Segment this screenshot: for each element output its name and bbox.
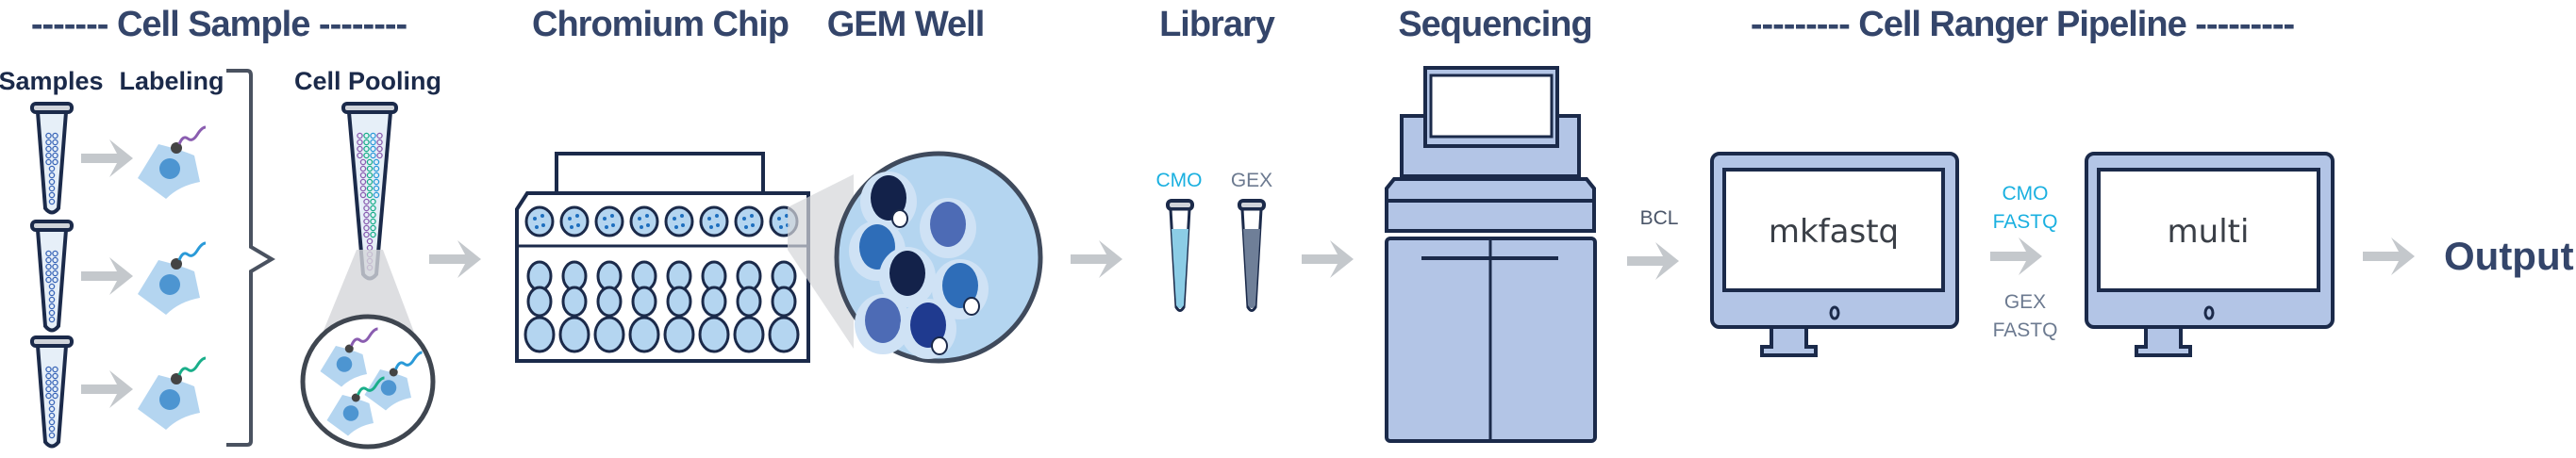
cmo-fastq-label-line1: CMO [2003, 183, 2049, 204]
chromium-chip-icon [515, 152, 810, 363]
chip-inlet-icon [631, 286, 657, 318]
arrow-icon [81, 139, 133, 177]
chip-well-icon [559, 205, 590, 237]
samples-label: Samples [0, 67, 104, 95]
gem-droplet-icon [920, 198, 976, 258]
sample-tubes [30, 102, 74, 449]
output-label: Output [2444, 234, 2574, 278]
chip-inlet-icon [736, 286, 762, 318]
grouping-brace-icon [226, 69, 275, 447]
gem-droplet-icon [932, 259, 989, 319]
header-cell-sample: ------- Cell Sample -------- [31, 5, 407, 44]
labeled-cells [138, 125, 207, 430]
arrow-icon [1627, 242, 1679, 280]
header-chromium-chip: Chromium Chip [532, 5, 789, 44]
bcl-label: BCL [1640, 207, 1679, 229]
chip-outlet-icon [698, 316, 730, 353]
chip-well-icon [524, 205, 555, 237]
chip-well-icon [594, 205, 624, 237]
arrow-icon [2363, 237, 2415, 275]
header-library: Library [1159, 5, 1275, 44]
tube-icon [30, 102, 74, 215]
chip-inlet-icon [561, 286, 588, 318]
chip-outlet-icon [768, 316, 800, 353]
chip-outlet-icon [733, 316, 765, 353]
mkfastq-monitor-icon: mkfastq [1710, 152, 1959, 357]
zoom-cone [788, 174, 854, 349]
labeled-cell-icon [364, 351, 423, 411]
cmo-fastq-label-line2: FASTQ [1993, 211, 2058, 233]
chip-outlet-icon [628, 316, 660, 353]
chip-well-icon [664, 205, 694, 237]
chip-outlet-icon [663, 316, 695, 353]
arrow-icon [1990, 237, 2042, 275]
library-cmo-label: CMO [1156, 170, 1203, 191]
chip-well-icon [629, 205, 659, 237]
labeled-cell-icon [138, 241, 207, 315]
labeling-label: Labeling [119, 67, 224, 95]
tube-icon [30, 335, 74, 449]
chip-outlet-icon [558, 316, 590, 353]
chip-inlet-icon [701, 286, 727, 318]
chip-outlet-icon [524, 316, 556, 353]
gel-bead-icon [931, 336, 948, 355]
pooled-cells-zoom-icon [300, 314, 436, 450]
labeling-arrows [81, 139, 133, 408]
gem-droplet-icon [900, 299, 956, 359]
chip-well-icon [734, 205, 764, 237]
chip-inlet-icon [771, 286, 797, 318]
labeled-cell-icon [138, 125, 207, 199]
gex-fastq-label-line1: GEX [2004, 291, 2046, 313]
labeled-cell-icon [326, 376, 385, 436]
mkfastq-label: mkfastq [1769, 213, 1899, 251]
arrow-icon [81, 257, 133, 295]
sequencer-icon [1385, 66, 1597, 443]
gex-library-tube-icon [1238, 199, 1266, 312]
arrow-icon [1302, 240, 1354, 278]
header-gem-well: GEM Well [827, 5, 985, 44]
gem-droplet-icon [855, 294, 911, 354]
labeled-cell-icon [320, 327, 378, 387]
chip-well-icon [699, 205, 729, 237]
chip-inlet-icon [526, 286, 553, 318]
gex-fastq-label-line2: FASTQ [1993, 319, 2058, 341]
arrow-icon [1071, 240, 1122, 278]
library-gex-label: GEX [1231, 170, 1272, 191]
header-cell-ranger-pipeline: --------- Cell Ranger Pipeline --------- [1751, 5, 2295, 44]
labeled-cell-icon [138, 356, 207, 430]
gel-bead-icon [891, 209, 908, 228]
header-sequencing: Sequencing [1398, 5, 1591, 44]
arrow-icon [81, 370, 133, 408]
chip-inlet-icon [666, 286, 692, 318]
chip-outlet-icon [593, 316, 625, 353]
gem-well-icon [834, 151, 1043, 364]
multi-monitor-icon: multi [2085, 152, 2335, 357]
cell-pooling-label: Cell Pooling [294, 67, 441, 95]
multi-label: multi [2168, 213, 2250, 251]
gem-droplet-icon [879, 247, 936, 307]
tube-icon [30, 220, 74, 333]
chip-inlet-icon [596, 286, 623, 318]
gem-droplet-icon [860, 172, 917, 232]
arrow-icon [429, 240, 481, 278]
gel-bead-icon [963, 297, 980, 316]
cmo-library-tube-icon [1166, 199, 1194, 312]
